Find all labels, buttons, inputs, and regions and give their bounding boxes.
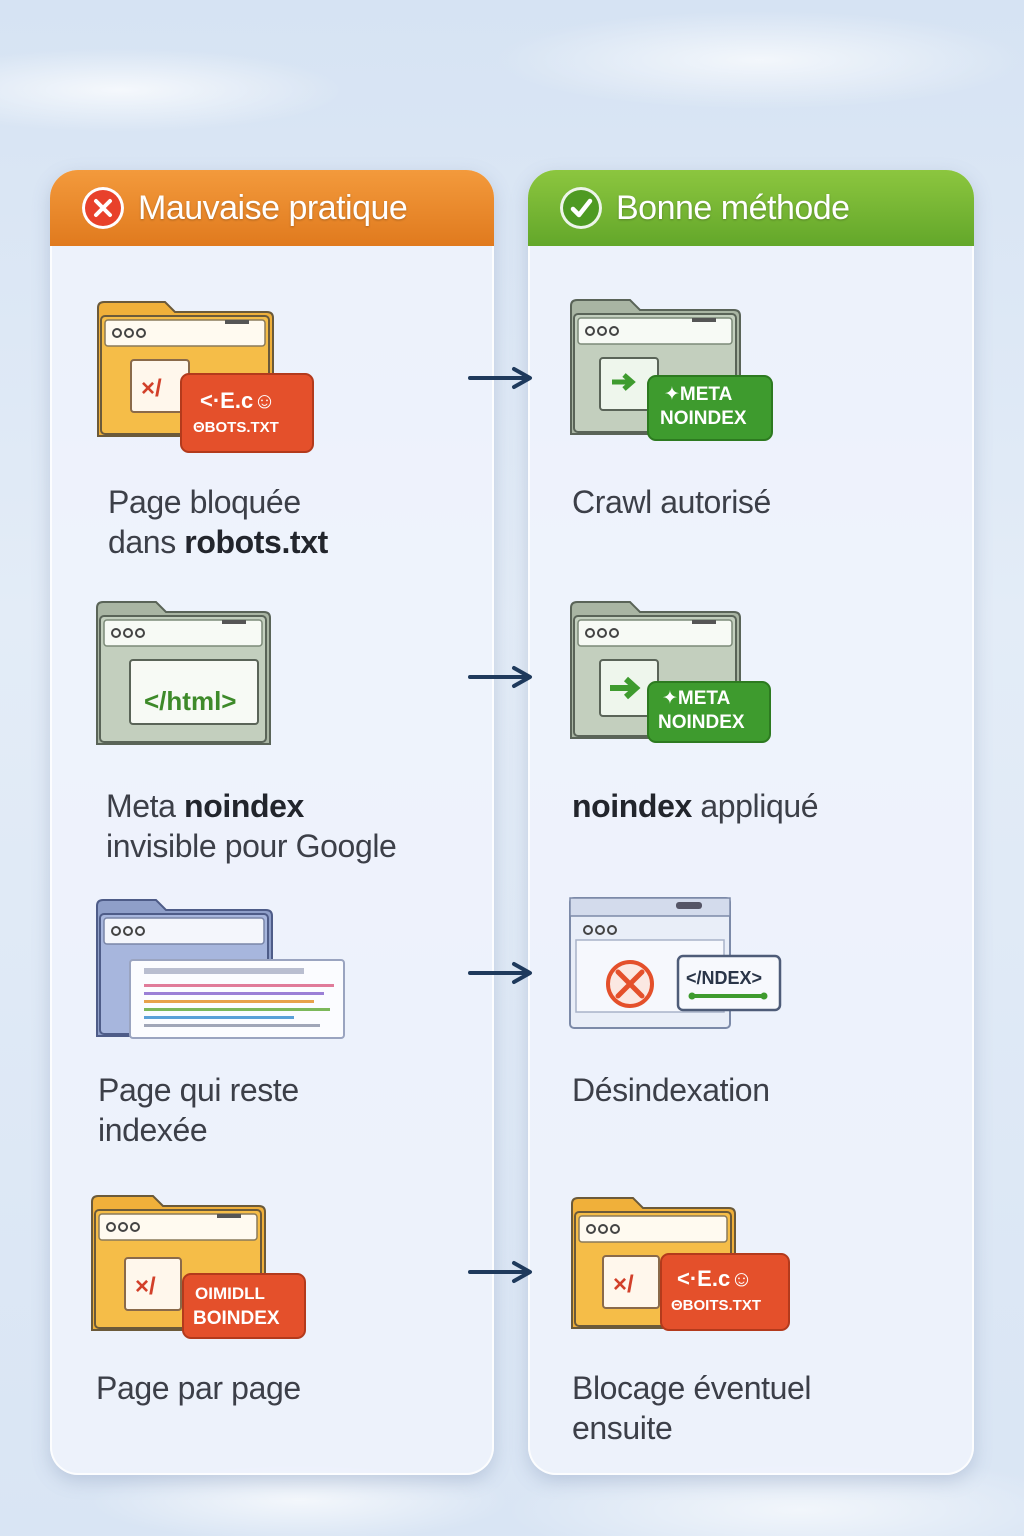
bad-practice-header: Mauvaise pratique [50,170,494,246]
meta-badge-bottom: NOINDEX [660,408,747,429]
arrow-right-icon [468,367,532,389]
folder-browser-icon [96,899,345,1039]
folder-browser-icon: ✦META NOINDEX [570,299,773,441]
robots-badge-bottom: ΘBOTS.TXT [193,419,279,436]
meta-badge-top: META [680,384,733,405]
arrow-right-icon [468,962,532,984]
good-method-title: Bonne méthode [616,188,850,227]
close-icon [82,187,124,229]
svg-text:×/: ×/ [613,1271,634,1298]
boindex-badge-top: OIMIDLL [195,1284,265,1303]
arrow-right-icon [468,666,532,688]
good-item-4-caption: Blocage éventuel ensuite [572,1370,812,1446]
folder-browser-icon: ✦META NOINDEX [570,601,771,743]
robots-badge-top: <·E.c☺ [677,1266,753,1291]
bad-item-3-caption: Page qui reste indexée [98,1072,299,1148]
good-item-3-caption: Désindexation [572,1072,770,1108]
robots-badge-top: <·E.c☺ [200,388,276,413]
ndex-tag: </NDEX> [686,968,762,988]
bad-item-1-caption: Page bloquée dans robots.txt [108,484,328,560]
svg-text:✦META: ✦META [662,688,731,709]
good-item-1-caption: Crawl autorisé [572,484,771,520]
folder-browser-icon: ×/ OIMIDLL BOINDEX [91,1195,306,1339]
svg-text:✦META: ✦META [664,384,733,405]
good-item-2-caption: noindex appliqué [572,788,819,824]
good-method-header: Bonne méthode [528,170,974,246]
bad-practice-title: Mauvaise pratique [138,188,408,227]
meta-badge-bottom: NOINDEX [658,712,745,733]
check-icon [560,187,602,229]
arrow-right-icon [468,1261,532,1283]
deindex-browser-icon: </NDEX> [569,897,782,1029]
svg-text:×/: ×/ [135,1273,156,1300]
bad-item-4-caption: Page par page [96,1370,301,1406]
meta-badge-top: META [678,688,731,709]
html-tag: </html> [144,686,236,716]
svg-text:×/: ×/ [141,375,162,402]
folder-browser-icon: </html> [96,601,271,745]
robots-badge-bottom: ΘBOITS.TXT [671,1297,761,1314]
folder-browser-icon: ×/ <·E.c☺ ΘBOITS.TXT [571,1197,790,1331]
folder-browser-icon: ×/ <·E.c☺ ΘBOTS.TXT [97,301,314,453]
boindex-badge-bottom: BOINDEX [193,1308,280,1329]
bad-item-2-caption: Meta noindex invisible pour Google [106,788,397,864]
